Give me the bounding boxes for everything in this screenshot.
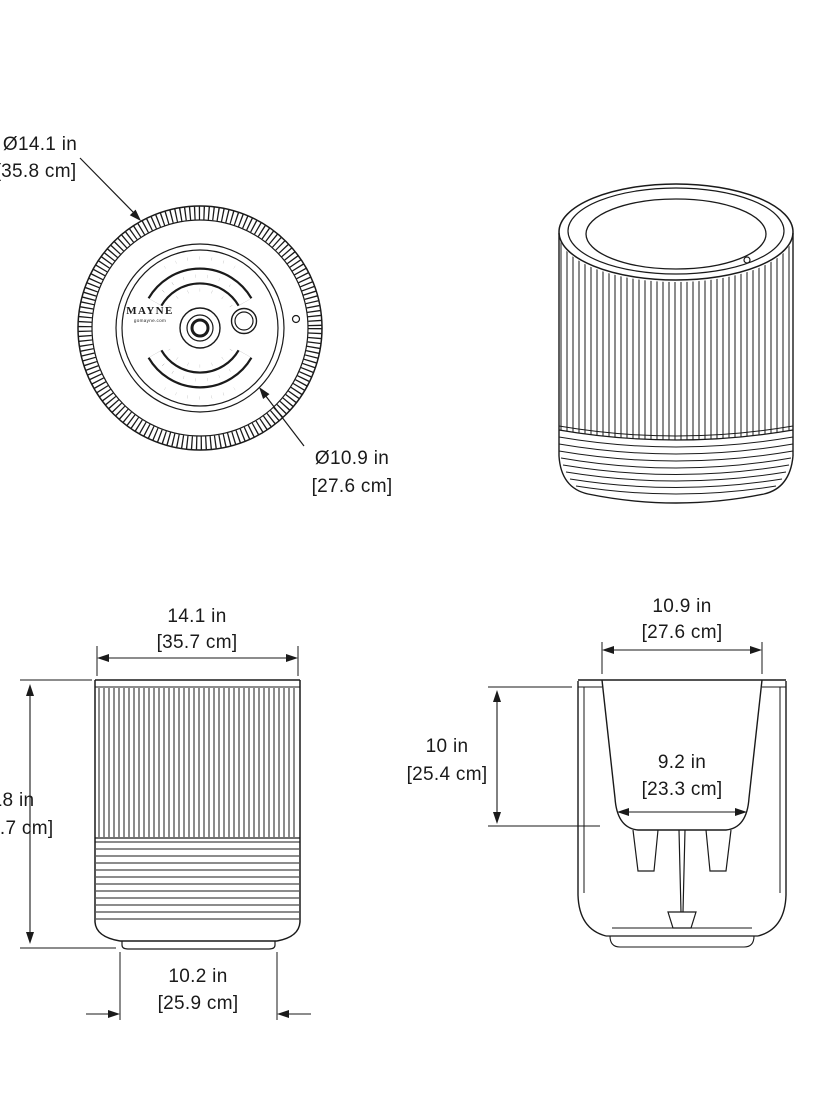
- fill-cap-center: [190, 318, 210, 338]
- section-depth-dimension: 10 in [25.4 cm]: [407, 686, 600, 827]
- section-opening-label-line1: 10.9 in: [652, 596, 711, 617]
- section-inner-width-label-line1: 9.2 in: [658, 752, 706, 773]
- perspective-bottom: [558, 455, 794, 504]
- perspective-rim-inner: [567, 187, 785, 275]
- perspective-rib-1: [558, 436, 794, 448]
- front-base-label-line2: [25.9 cm]: [158, 993, 239, 1014]
- outer-diameter-leader: [79, 157, 135, 214]
- front-base-arrow-left: [108, 1010, 120, 1018]
- dot-row-bottom-outer: [164, 387, 236, 400]
- section-opening-dimension: 10.9 in [27.6 cm]: [601, 596, 763, 674]
- perspective-opening: [585, 198, 767, 270]
- inner-diameter-arrowhead: [259, 387, 270, 399]
- side-plug-outer: [230, 307, 258, 335]
- brand-site: gomayne.com: [134, 318, 166, 323]
- section-liner: [601, 679, 763, 831]
- front-height-label-line1: 18 in: [0, 790, 34, 811]
- top-view-outer-circle: [77, 205, 323, 451]
- section-base-ring: [609, 935, 755, 948]
- dot-row-bottom-inner: [167, 348, 233, 368]
- front-height-dimension: 18 in [45.7 cm]: [0, 679, 116, 949]
- section-opening-arrow-right: [750, 646, 762, 654]
- brand-wordmark: MAYNE: [126, 305, 174, 317]
- front-view: [94, 679, 301, 950]
- front-height-arrow-bottom: [26, 932, 34, 944]
- section-depth-label-line1: 10 in: [426, 736, 469, 757]
- front-flutes: [98, 688, 295, 837]
- front-right-side: [276, 680, 301, 942]
- outer-diameter-callout: Ø14.1 in [35.8 cm]: [0, 134, 141, 221]
- front-width-arrow-left: [97, 654, 109, 662]
- fill-cap-outer: [179, 307, 221, 349]
- section-inner-width-arrow-right: [735, 808, 747, 816]
- section-opening-label-line2: [27.6 cm]: [642, 622, 723, 643]
- section-depth-label-line2: [25.4 cm]: [407, 764, 488, 785]
- section-opening-arrow-left: [602, 646, 614, 654]
- front-base-label-line1: 10.2 in: [168, 966, 227, 987]
- inner-diameter-label-line2: [27.6 cm]: [312, 476, 393, 497]
- dot-row-top-outer: [164, 256, 236, 269]
- top-view: MAYNE gomayne.com: [77, 205, 323, 451]
- perspective-rib-4: [560, 457, 792, 469]
- inner-diameter-callout: Ø10.9 in [27.6 cm]: [259, 387, 392, 497]
- section-inner-width-dimension: 9.2 in [23.3 cm]: [617, 752, 747, 816]
- perspective-transition-line-1: [558, 425, 794, 437]
- perspective-rib-7: [569, 478, 783, 488]
- perspective-rib-8: [575, 485, 777, 495]
- inner-diameter-label-line1: Ø10.9 in: [315, 448, 389, 469]
- perspective-rib-5: [562, 464, 790, 475]
- perspective-rib-3: [558, 450, 794, 462]
- section-outer-left-wall: [577, 681, 607, 937]
- perspective-transition-line-2: [558, 429, 794, 441]
- top-view-opening-inner-circle: [121, 249, 279, 407]
- perspective-rim-outer: [558, 183, 794, 281]
- section-fill-tube-base: [667, 911, 697, 929]
- side-plug-inner: [234, 311, 254, 331]
- dot-row-top-inner: [167, 288, 233, 308]
- section-inner-width-arrow-left: [617, 808, 629, 816]
- perspective-plug-hole: [743, 256, 751, 264]
- outer-diameter-label-line1: Ø14.1 in: [3, 134, 77, 155]
- top-view-knurl-ring: [78, 206, 322, 450]
- outer-diameter-label-line2: [35.8 cm]: [0, 161, 76, 182]
- section-fill-tube: [678, 829, 686, 913]
- top-view-rim-circle: [91, 219, 309, 437]
- top-handle-fill: [149, 269, 251, 306]
- front-height-label-line2: [45.7 cm]: [0, 818, 53, 839]
- rim-pin-hole: [291, 314, 301, 324]
- front-width-arrow-right: [286, 654, 298, 662]
- section-inner-width-label-line2: [23.3 cm]: [642, 779, 723, 800]
- front-width-label-line1: 14.1 in: [167, 606, 226, 627]
- perspective-flutes: [560, 236, 790, 440]
- front-left-side: [94, 680, 121, 942]
- front-width-dimension: 14.1 in [35.7 cm]: [96, 606, 299, 676]
- perspective-view: [558, 183, 794, 504]
- perspective-rib-2: [558, 443, 794, 455]
- section-view: [577, 679, 787, 948]
- section-liner-foot-right: [705, 829, 732, 872]
- front-ribs: [96, 848, 299, 920]
- fill-cap-mid: [186, 314, 214, 342]
- front-height-arrow-top: [26, 684, 34, 696]
- front-base-ring: [121, 941, 276, 950]
- perspective-rib-6: [565, 471, 787, 482]
- section-depth-arrow-top: [493, 690, 501, 702]
- inner-diameter-leader: [264, 394, 305, 447]
- section-depth-arrow-bottom: [493, 812, 501, 824]
- section-liner-foot-left: [632, 829, 659, 872]
- top-view-opening-outer-circle: [115, 243, 285, 413]
- front-base-arrow-right: [277, 1010, 289, 1018]
- front-width-label-line2: [35.7 cm]: [157, 632, 238, 653]
- front-base-width-dimension: 10.2 in [25.9 cm]: [86, 952, 311, 1020]
- bottom-handle-fill: [149, 350, 251, 387]
- outer-diameter-arrowhead: [129, 209, 141, 221]
- section-outer-right-wall: [757, 681, 787, 937]
